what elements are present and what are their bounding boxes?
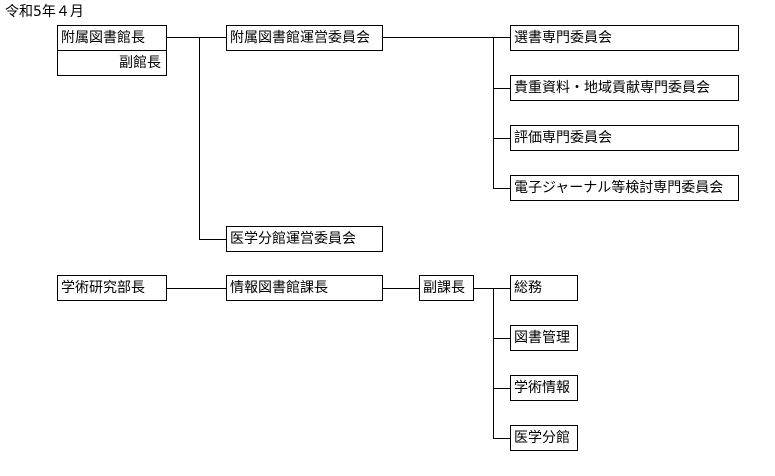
section-chief-to-deputy-connector xyxy=(383,288,419,289)
library-steering-committee-box: 附属図書館運営委員会 xyxy=(226,25,383,51)
evaluation-committee-box: 評価専門委員会 xyxy=(510,125,739,151)
info-library-section-chief-box: 情報図書館課長 xyxy=(226,275,383,301)
committees-vertical-connector xyxy=(493,37,494,188)
library-director-box: 附属図書館長 xyxy=(57,25,167,51)
steering-to-committees-connector xyxy=(383,37,510,38)
units-vertical-connector xyxy=(493,288,494,438)
date-label: 令和5年４月 xyxy=(5,4,84,20)
medical-branch-committee-box: 医学分館運営委員会 xyxy=(226,226,383,252)
deputy-section-chief-box: 副課長 xyxy=(419,275,474,301)
director-to-committee-connector xyxy=(167,37,226,38)
to-academic-information-connector xyxy=(493,388,510,389)
selection-committee-box: 選書専門委員会 xyxy=(510,25,739,51)
e-journal-committee-box: 電子ジャーナル等検討専門委員会 xyxy=(510,175,739,201)
to-evaluation-committee-connector xyxy=(493,138,510,139)
to-medical-branch-connector xyxy=(493,438,510,439)
to-e-journal-committee-connector xyxy=(493,188,510,189)
dept-head-to-section-chief-connector xyxy=(167,288,226,289)
director-branch-vertical-connector xyxy=(199,37,200,239)
deputy-to-units-connector xyxy=(474,288,510,289)
general-affairs-box: 総務 xyxy=(510,275,578,301)
academic-information-box: 学術情報 xyxy=(510,375,578,401)
medical-branch-box: 医学分館 xyxy=(510,425,578,451)
to-rare-materials-committee-connector xyxy=(493,88,510,89)
academic-dept-head-box: 学術研究部長 xyxy=(57,275,167,301)
to-medical-branch-committee-connector xyxy=(199,239,226,240)
collection-management-box: 図書管理 xyxy=(510,325,578,351)
rare-materials-committee-box: 貴重資料・地域貢献専門委員会 xyxy=(510,75,739,101)
vice-director-box: 副館長 xyxy=(57,50,167,76)
to-collection-management-connector xyxy=(493,338,510,339)
